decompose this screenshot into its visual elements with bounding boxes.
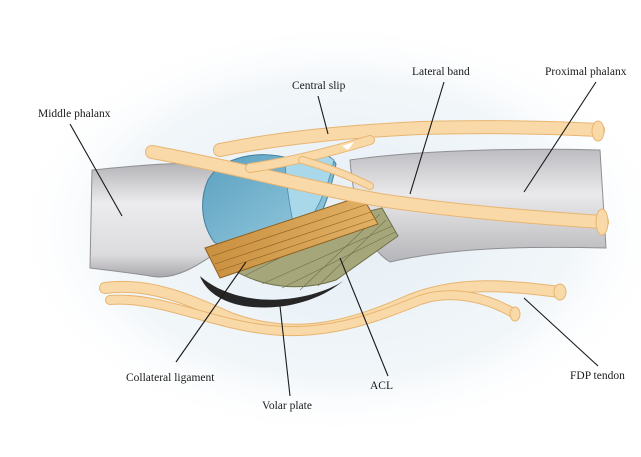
collateral-ligament [204, 195, 379, 279]
tendon-gap [342, 142, 354, 150]
label-fdp-tendon: FDP tendon [570, 370, 625, 382]
leader-lines [69, 81, 599, 397]
central-slip-end [591, 120, 605, 142]
leader-proximal-phalanx [523, 81, 597, 193]
leader-lateral-band [409, 81, 445, 195]
leader-collateral-ligament [175, 261, 247, 363]
label-lateral-band: Lateral band [412, 66, 470, 78]
leader-acl [339, 257, 389, 377]
leader-fdp-tendon [523, 297, 599, 367]
extensor-tendons [145, 120, 609, 229]
label-middle-phalanx: Middle phalanx [38, 108, 111, 120]
fdp-tendon [99, 280, 566, 337]
volar-plate-body [200, 276, 344, 308]
label-central-slip: Central slip [292, 80, 346, 92]
leader-middle-phalanx [69, 123, 123, 217]
label-volar-plate: Volar plate [262, 400, 312, 412]
label-collateral-ligament: Collateral ligament [126, 372, 215, 384]
label-acl: ACL [370, 380, 393, 392]
fdp-tendon-end-lower [509, 306, 521, 322]
lateral-band-end [595, 208, 609, 236]
label-proximal-phalanx: Proximal phalanx [545, 66, 627, 78]
leader-volar-plate [279, 305, 291, 397]
leader-central-slip [317, 95, 329, 135]
fdp-tendon-end-upper [553, 283, 567, 301]
collateral-fibers [211, 203, 375, 272]
